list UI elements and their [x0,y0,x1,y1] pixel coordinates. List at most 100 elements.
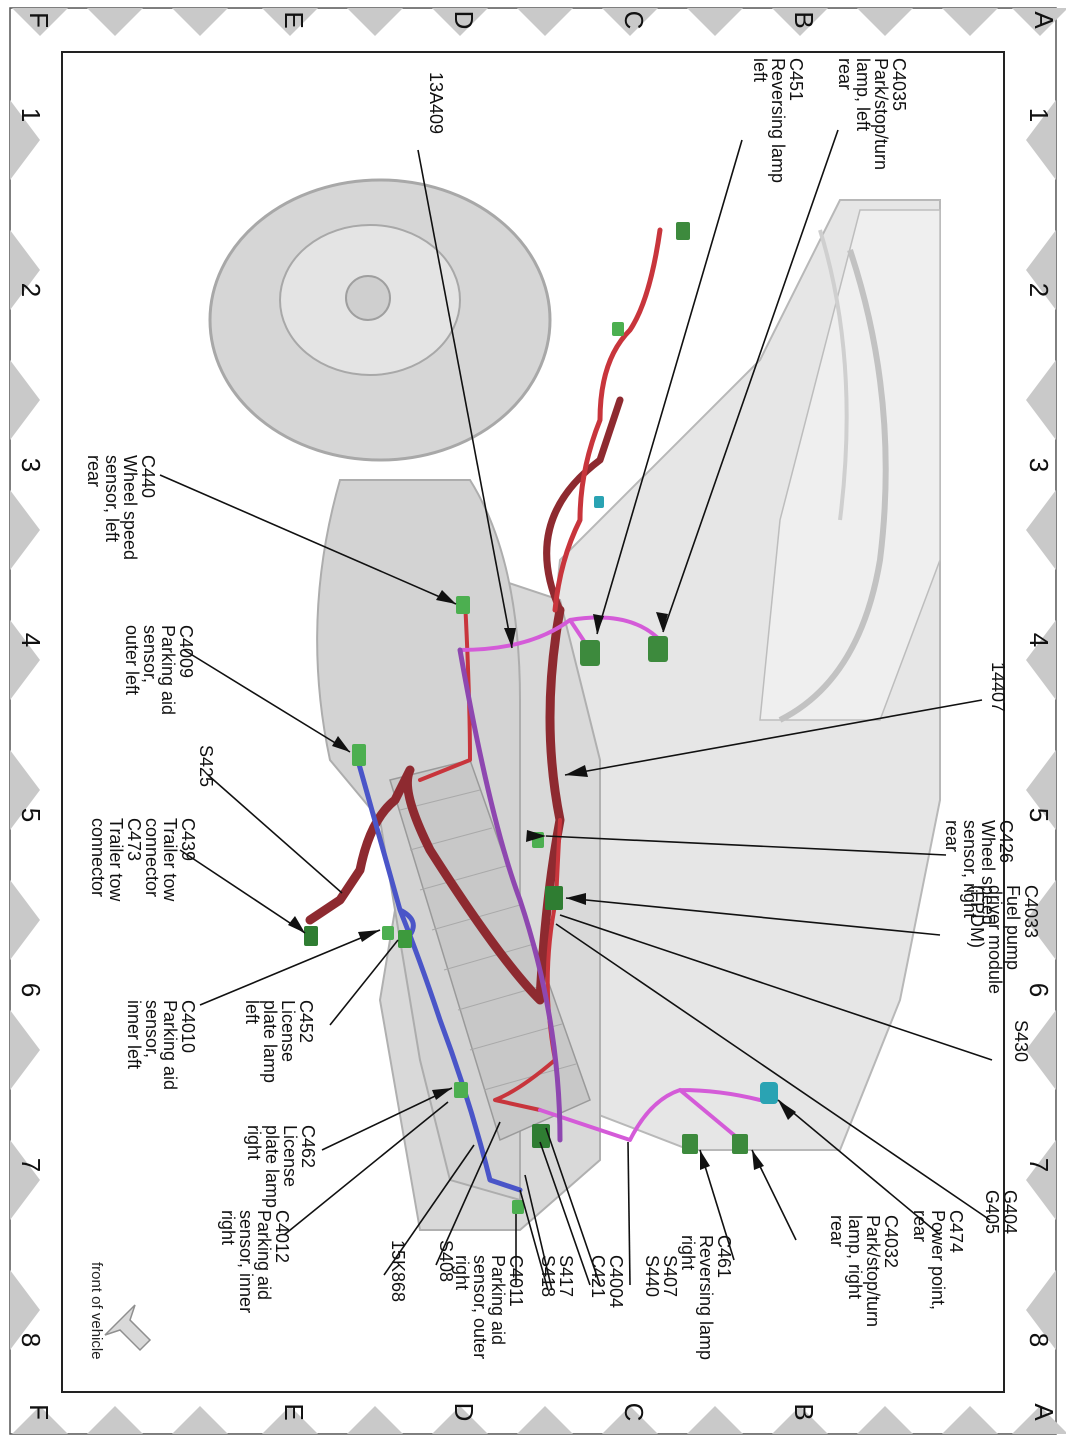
leader-c474 [777,1099,941,1236]
callout-g404: G404G405 [982,1190,1020,1234]
callout-line: C462 [298,1125,318,1168]
border-triangle [687,8,743,36]
border-triangle [1026,490,1056,570]
callout-line: right [452,1255,472,1290]
callout-line: G404 [1000,1190,1020,1234]
callout-line: License [280,1125,300,1187]
callout-line: left [750,58,770,82]
harness-dark-red-loop [543,396,624,614]
border-triangle [10,1140,40,1220]
callout-c4011: C4011Parking aidsensor, outerright [452,1255,526,1359]
grid-col-label-left: 4 [16,633,46,647]
connector-c4033 [545,886,563,910]
grid-row-label-top: A [1029,11,1059,29]
callout-line: sensor, left [102,455,122,542]
connector-c474 [760,1082,778,1104]
callout-line: Trailer tow [160,818,180,902]
callout-s425: S425 [196,745,216,787]
leader-c440 [159,474,457,605]
callout-line: Wheel speed [120,455,140,560]
border-triangle [1012,8,1066,36]
border-triangle [87,8,143,36]
callout-c4009: C4009Parking aidsensor,outer left [122,625,196,715]
callout-line: lamp, left [853,58,873,131]
leader-c4035 [662,129,839,633]
border-triangle [1026,360,1056,440]
callout-line: driver module [985,885,1005,994]
grid-row-label-top: E [279,11,309,28]
leader-c461 [699,1149,735,1261]
border-triangles [10,8,1066,1434]
border-triangle [602,1406,658,1434]
callout-line: G405 [982,1190,1002,1234]
grid-row-label-bottom: C [619,1403,649,1422]
callout-line: C4009 [176,625,196,678]
connector-c452 [398,930,412,948]
callout-line: plate lamp [262,1125,282,1208]
tailgate-panel [759,209,941,721]
callout-line: S418 [538,1255,558,1297]
grid-row-label-bottom: E [279,1403,309,1420]
border-triangle [432,8,488,36]
grid-row-label-top: F [24,12,54,28]
callout-line: sensor, [142,1000,162,1058]
callout-line: S425 [196,745,216,787]
callout-line: Parking aid [488,1255,508,1345]
callout-line: Wheel speed [978,820,998,925]
border-triangle [1026,620,1056,700]
callout-line: C426 [996,820,1016,863]
leader-s408 [435,1121,501,1266]
border-triangle [10,1010,40,1090]
border-triangle [432,1406,488,1434]
connector-c439 [304,926,318,946]
border-triangle [1012,1406,1066,1434]
leader-c462 [321,1087,453,1151]
callout-line: Parking aid [158,625,178,715]
callout-line: right [244,1125,264,1160]
border-triangle [347,1406,403,1434]
wiring-harness [305,227,762,1193]
connector-upper-1 [676,222,690,240]
callout-line: Parking aid [160,1000,180,1090]
connector-c461 [682,1134,698,1154]
front-arrow-icon [104,1304,152,1352]
border-triangle [857,1406,913,1434]
grid-row-label-bottom: D [449,1403,479,1422]
callout-line: sensor, inner [236,1210,256,1313]
callout-line: rear [827,1215,847,1247]
grid-col-label-left: 1 [16,108,46,122]
grid-row-label-bottom: B [789,1403,819,1420]
callout-c426: C426Wheel speedsensor, rightrear [942,820,1016,925]
callout-line: Fuel pump [1003,885,1023,970]
callout-line: 14407 [988,662,1008,712]
leader-c4009 [183,649,351,753]
callout-line: right [678,1235,698,1270]
leader-s407 [627,1141,631,1286]
connector-upper-2 [612,322,624,336]
leader-c4012 [283,1101,449,1236]
callout-line: Trailer tow [106,818,126,902]
callout-line: plate lamp [260,1000,280,1083]
callout-line: Park/stop/turn [863,1215,883,1327]
callout-line: sensor, [140,625,160,683]
grid-col-label-right: 1 [1024,108,1054,122]
wheel-hub [345,275,391,321]
inner-frame [61,51,1005,1393]
callout-line: S408 [436,1240,456,1282]
callout-c4032: C4032Park/stop/turnlamp, rightrear [827,1215,901,1327]
callout-line: rear [910,1210,930,1242]
callout-line: rear [942,820,962,852]
grid-col-label-left: 8 [16,1333,46,1347]
callout-line: S407 [660,1255,680,1297]
callout-line: C451 [786,58,806,101]
bed-rail-top [778,249,889,723]
callout-line: left [242,1000,262,1024]
callout-c4035: C4035Park/stop/turnlamp, leftrear [835,58,909,170]
leader-c4010 [199,929,381,1006]
border-triangle [517,1406,573,1434]
border-triangle [1026,1010,1056,1090]
grid-col-label-right: 7 [1024,1158,1054,1172]
callout-line: S417 [556,1255,576,1297]
front-of-vehicle-indicator: front of vehicle [88,1262,152,1360]
